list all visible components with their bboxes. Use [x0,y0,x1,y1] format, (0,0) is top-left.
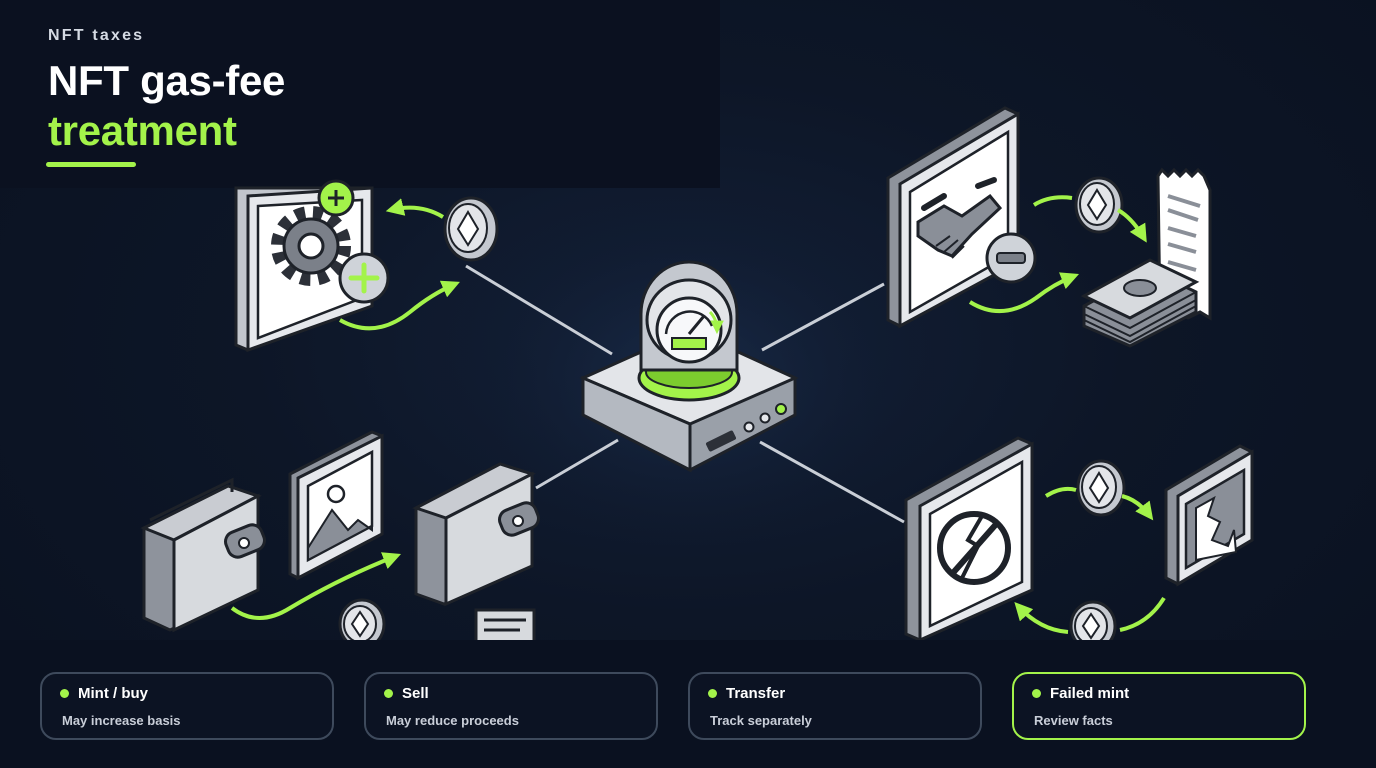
card-description: May reduce proceeds [386,713,519,728]
minus-badge-icon [985,232,1037,284]
header-panel: NFT taxes NFT gas-fee treatment [0,0,720,188]
connector-failed [759,440,905,524]
page-title-line2: treatment [48,107,237,154]
connector-mint [465,264,613,356]
settings-gear-icon [271,206,351,286]
transfer-illustration [140,430,540,650]
connector-lines [465,264,905,524]
broken-image-icon [1164,444,1254,587]
connector-transfer [535,438,619,490]
status-dot [708,689,717,698]
card-label: Transfer [726,685,786,702]
handshake-icon [916,177,1003,259]
mint-illustration [234,179,499,353]
ethereum-coin-icon [443,196,499,262]
money-stack-icon [1080,258,1200,348]
ethereum-coin-icon [338,598,386,650]
plus-badge-small-icon [317,179,355,217]
status-dot [60,689,69,698]
card-transfer[interactable]: Transfer Track separately [688,672,982,740]
card-sell[interactable]: Sell May reduce proceeds [364,672,658,740]
plus-badge-icon [338,252,390,304]
card-description: May increase basis [62,713,181,728]
page-title-line1: NFT gas-fee [48,57,286,104]
image-icon [288,430,384,581]
card-label: Sell [402,685,429,702]
failed-mint-illustration [904,436,1254,652]
ethereum-coin-icon [1076,459,1126,517]
title-underline [46,162,136,167]
sell-illustration [886,106,1212,348]
wallet-icon [140,477,266,633]
card-failed-mint[interactable]: Failed mint Review facts [1012,672,1306,740]
status-dot [1032,689,1041,698]
card-description: Track separately [710,713,812,728]
card-label: Failed mint [1050,685,1130,702]
ethereum-coin-icon [1069,600,1117,652]
status-dot [384,689,393,698]
card-mint-buy[interactable]: Mint / buy May increase basis [40,672,334,740]
ethereum-coin-icon [1074,176,1124,234]
card-label: Mint / buy [78,685,148,702]
eyebrow-label: NFT taxes [48,27,145,44]
connector-sell [761,282,885,352]
broken-mint-icon [937,511,1011,585]
document-icon [474,608,536,646]
wallet-icon [412,462,540,607]
card-description: Review facts [1034,713,1113,728]
gas-gauge-hub [579,260,799,473]
